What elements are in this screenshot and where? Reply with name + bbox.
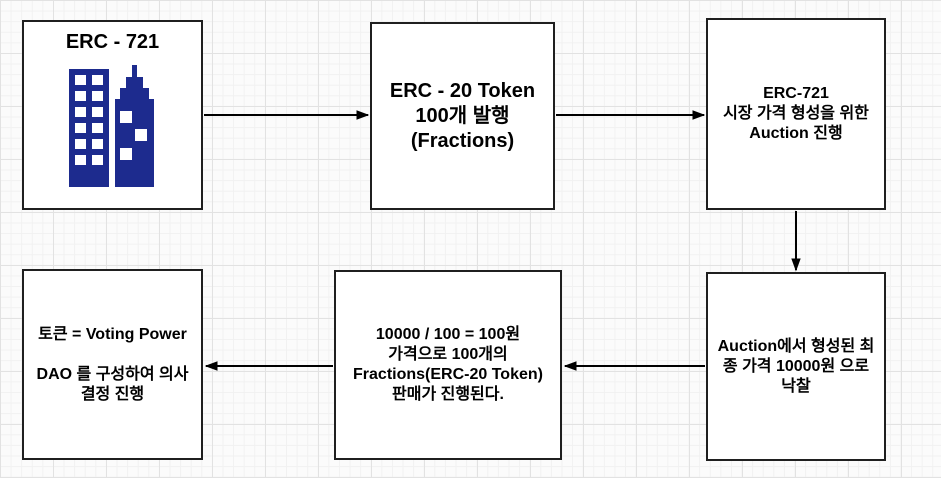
node-dao[interactable]: 토큰 = Voting Power DAO 를 구성하여 의사 결정 진행 xyxy=(22,269,203,460)
node-fraction-sale[interactable]: 10000 / 100 = 100원 가격으로 100개의 Fractions(… xyxy=(334,270,562,460)
node-erc20-mint-text: ERC - 20 Token 100개 발행 (Fractions) xyxy=(389,79,536,152)
buildings-icon xyxy=(68,65,154,187)
node-fraction-sale-text: 10000 / 100 = 100원 가격으로 100개의 Fractions(… xyxy=(353,326,543,403)
node-auction-result[interactable]: Auction에서 형성된 최 종 가격 10000원 으로 낙찰 xyxy=(706,272,886,461)
node-auction-result-text: Auction에서 형성된 최 종 가격 10000원 으로 낙찰 xyxy=(717,337,875,395)
node-erc20-mint[interactable]: ERC - 20 Token 100개 발행 (Fractions) xyxy=(370,22,555,210)
node-auction[interactable]: ERC-721 시장 가격 형성을 위한 Auction 진행 xyxy=(706,18,886,210)
node-auction-text: ERC-721 시장 가격 형성을 위한 Auction 진행 xyxy=(723,85,869,142)
node-erc721-title: ERC - 721 xyxy=(65,31,160,53)
node-dao-text: 토큰 = Voting Power DAO 를 구성하여 의사 결정 진행 xyxy=(36,325,189,403)
node-erc721[interactable]: ERC - 721 xyxy=(22,20,203,210)
